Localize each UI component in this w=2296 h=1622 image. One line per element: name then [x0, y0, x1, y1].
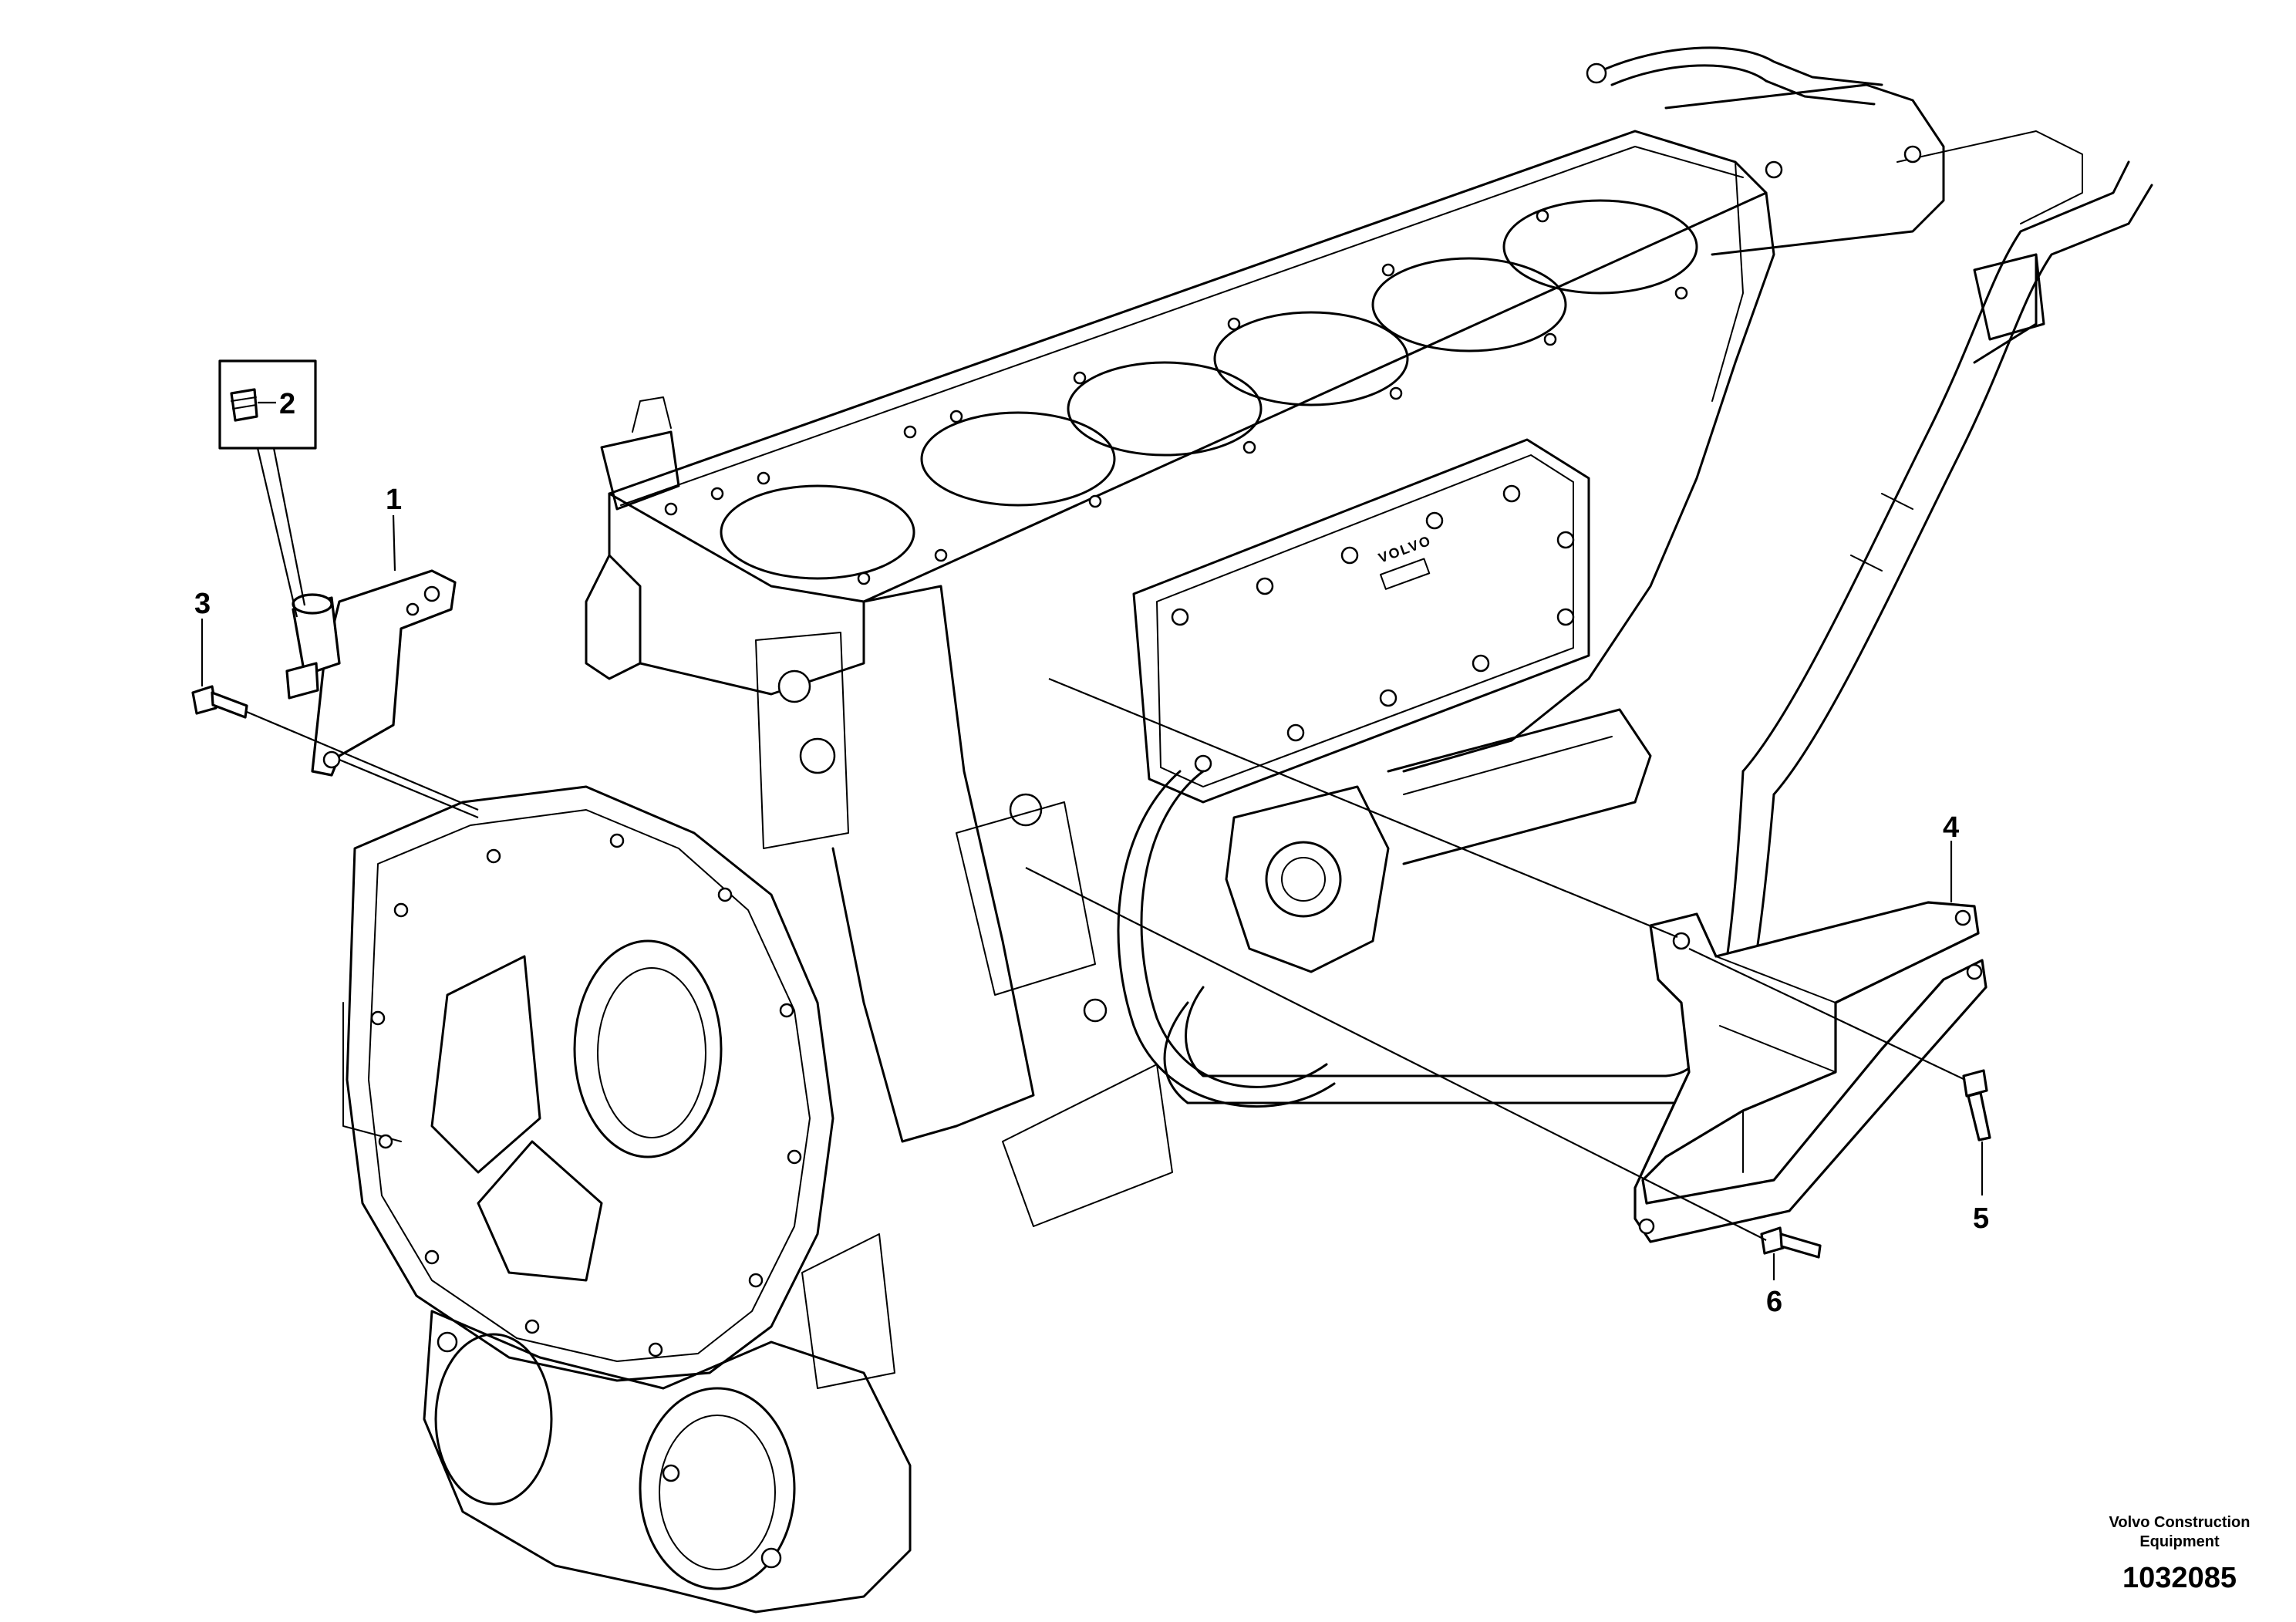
callout-4: 4: [1943, 811, 1959, 844]
company-name-line-2: Equipment: [2139, 1533, 2220, 1550]
part-5-bolt: [1962, 1069, 1991, 1141]
flywheel-housing: [342, 785, 834, 1382]
part-6-bolt: [1760, 1226, 1822, 1259]
callout-5: 5: [1973, 1202, 1989, 1235]
head-bolt-holes: [664, 209, 1688, 585]
leader-lines: [201, 447, 1984, 1280]
part-2-inset-box: [218, 359, 317, 450]
rear-pipework: [1586, 46, 2083, 341]
callout-labels: 1 2 3 4 5 6: [194, 388, 1989, 1318]
timing-cover: [423, 1233, 912, 1614]
callout-6: 6: [1766, 1286, 1782, 1318]
engine-block-illustration: VOLVO: [342, 46, 2153, 1614]
part-3-bolt: [191, 685, 248, 719]
callout-3: 3: [194, 588, 211, 620]
cylinder-bores: [720, 199, 1698, 580]
drawing-number: 1032085: [2122, 1562, 2237, 1594]
fuel-module: [1009, 708, 1652, 1108]
callout-2: 2: [279, 388, 295, 420]
part-4-support-bracket: [1633, 901, 1988, 1243]
footer: Volvo Construction Equipment 1032085: [2109, 1514, 2250, 1594]
bolt-heads-cover: [1171, 484, 1575, 773]
callout-1: 1: [386, 484, 402, 516]
company-name-line-1: Volvo Construction: [2109, 1514, 2250, 1531]
part-1-bracket: [285, 569, 457, 777]
